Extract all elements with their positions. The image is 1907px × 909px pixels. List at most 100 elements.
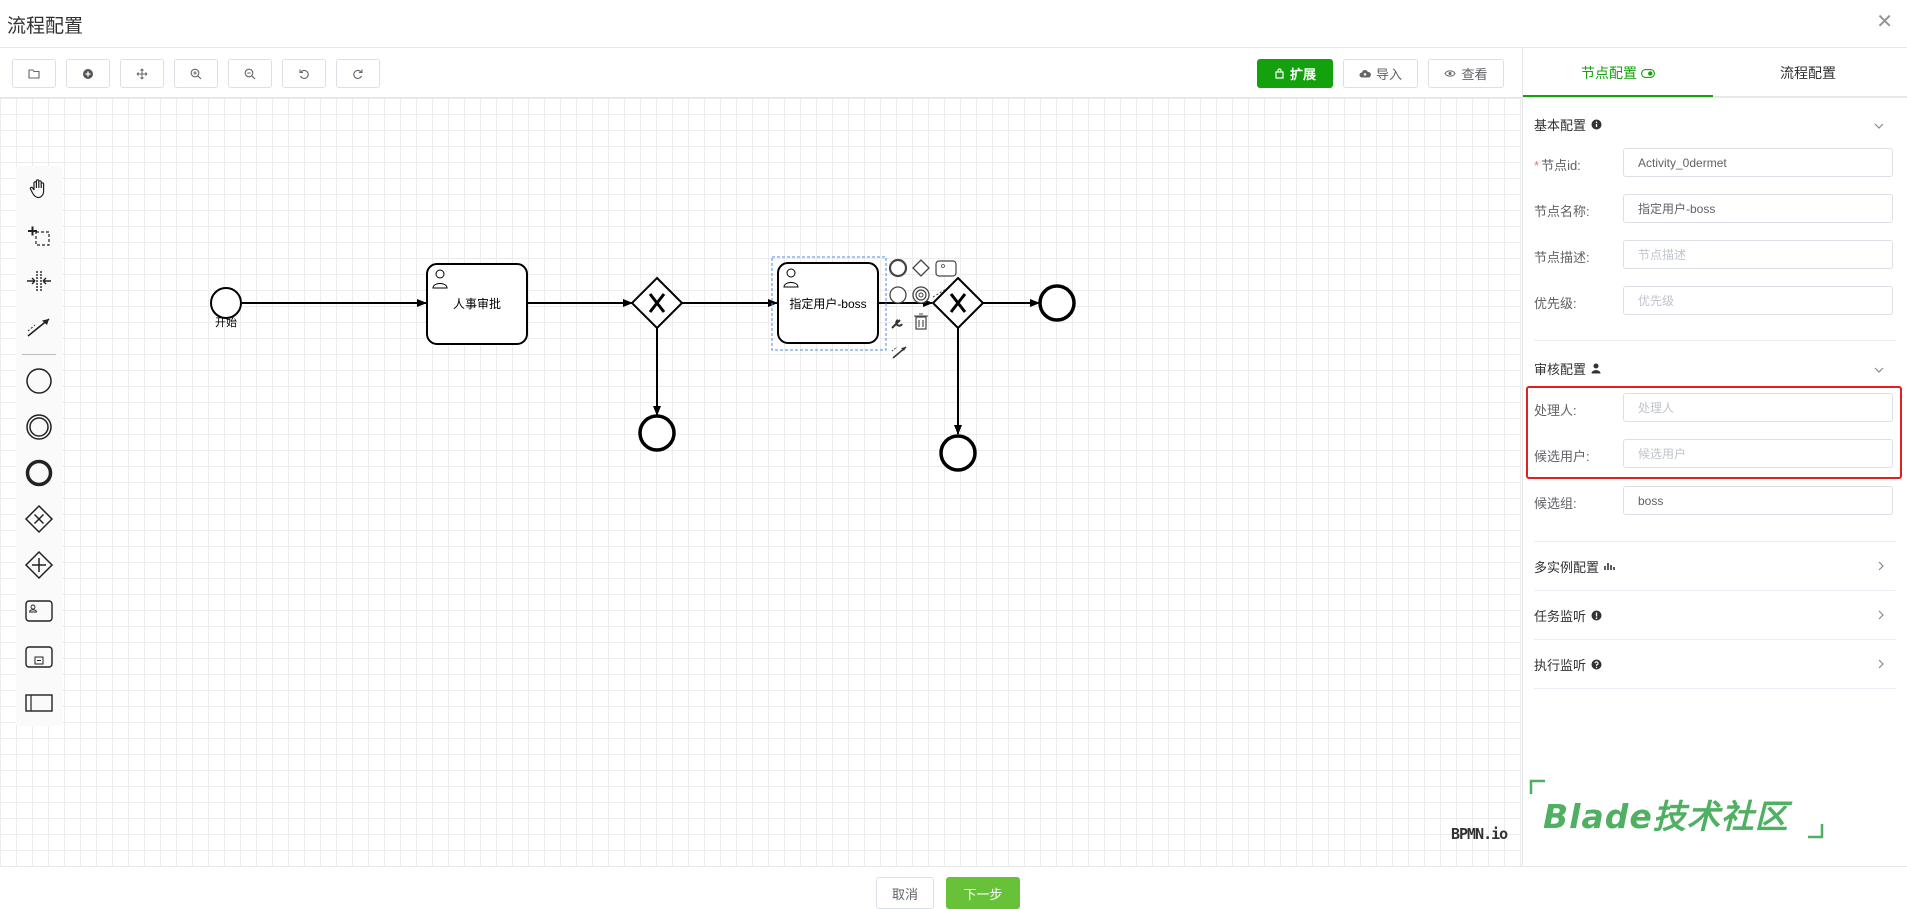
handler-label: 处理人: (1534, 403, 1577, 418)
execution-listener-config[interactable]: 执行监听 (1534, 640, 1896, 689)
tab-process-config-label: 流程配置 (1780, 65, 1836, 81)
exclusive-gateway-2[interactable] (931, 276, 985, 330)
task-hr-approval[interactable] (426, 263, 528, 345)
append-end-event-icon (888, 258, 908, 278)
highlight-box (1526, 386, 1902, 479)
candidate-user-row: 候选用户: (1534, 439, 1896, 469)
basic-config-title: 基本配置 (1534, 117, 1587, 133)
node-desc-field[interactable] (1623, 240, 1893, 269)
multi-instance-config[interactable]: 多实例配置 (1534, 542, 1896, 591)
bpmn-io-watermark[interactable]: BPMN.io (1451, 825, 1508, 843)
end-event-3[interactable] (939, 434, 977, 472)
audit-config-header[interactable]: 审核配置 (1534, 358, 1896, 378)
end-event-2[interactable] (1038, 284, 1076, 322)
task-hr-approval-label: 人事审批 (453, 296, 501, 311)
chevron-right-icon[interactable] (1878, 656, 1884, 672)
task-assign-boss[interactable] (777, 262, 879, 344)
priority-field[interactable] (1623, 286, 1893, 315)
tab-node-config[interactable]: 节点配置 (1523, 48, 1713, 98)
close-icon[interactable]: ✕ (1876, 11, 1893, 33)
start-event-icon[interactable] (24, 366, 54, 396)
tab-process-config[interactable]: 流程配置 (1713, 48, 1903, 98)
chevron-right-icon[interactable] (1878, 607, 1884, 623)
divider (1534, 340, 1896, 341)
node-name-field[interactable] (1623, 194, 1893, 223)
start-event[interactable] (210, 287, 242, 319)
end-event-1[interactable] (638, 414, 676, 452)
brand-logo: Blade技术社区 (1529, 778, 1824, 840)
context-pad[interactable] (888, 258, 957, 359)
task-listener-config[interactable]: 任务监听 (1534, 591, 1896, 640)
properties-panel: 节点配置 流程配置 基本配置 *节点id: 节点名称: 节点描述: (1522, 48, 1907, 866)
next-step-button[interactable]: 下一步 (946, 877, 1020, 909)
eye-icon (1444, 70, 1457, 77)
move-icon[interactable] (120, 59, 164, 88)
zoom-in-icon[interactable] (174, 59, 218, 88)
handler-field[interactable] (1623, 393, 1893, 422)
panel-tabs: 节点配置 流程配置 (1523, 48, 1907, 98)
node-name-label: 节点名称: (1534, 204, 1590, 219)
brand-brackets (1529, 779, 1824, 839)
redo-icon[interactable] (336, 59, 380, 88)
cancel-button[interactable]: 取消 (876, 877, 934, 909)
lasso-tool-icon[interactable] (24, 220, 54, 250)
node-id-label: *节点id: (1534, 158, 1581, 173)
chevron-right-icon[interactable] (1878, 558, 1884, 574)
dialog-header: 流程配置 ✕ (0, 0, 1907, 48)
extend-button-label: 扩展 (1289, 67, 1316, 82)
cloud-upload-icon (1359, 69, 1371, 77)
dialog-title: 流程配置 (7, 16, 84, 37)
import-button[interactable]: 导入 (1343, 59, 1418, 88)
node-name-row: 节点名称: (1534, 194, 1896, 224)
chevron-down-icon[interactable] (1874, 360, 1884, 376)
connect-tool-icon[interactable] (24, 312, 54, 342)
folder-open-icon[interactable] (12, 59, 56, 88)
chevron-down-icon[interactable] (1874, 116, 1884, 132)
end-event-icon[interactable] (24, 458, 54, 488)
tool-palette (16, 166, 62, 726)
tab-node-config-label: 节点配置 (1581, 65, 1637, 81)
start-event-label: 开始 (215, 315, 237, 329)
basic-config-header[interactable]: 基本配置 (1534, 114, 1896, 134)
view-button[interactable]: 查看 (1428, 59, 1504, 88)
user-icon (432, 269, 448, 289)
zoom-out-icon[interactable] (228, 59, 272, 88)
wrench-icon (891, 319, 903, 329)
hand-tool-icon[interactable] (24, 174, 54, 204)
parallel-gateway-icon[interactable] (24, 550, 54, 580)
bpmn-canvas[interactable]: 开始 人事审批 (0, 98, 1522, 866)
task-assign-boss-label: 指定用户-boss (789, 296, 866, 311)
bpmn-diagram: 开始 人事审批 (210, 256, 1076, 472)
priority-label: 优先级: (1534, 296, 1577, 311)
user-icon (1591, 363, 1601, 373)
help-icon (1591, 659, 1602, 669)
node-id-row: *节点id: (1534, 148, 1896, 178)
multi-instance-label: 多实例配置 (1534, 559, 1600, 575)
candidate-group-field[interactable] (1623, 486, 1893, 515)
toggle-icon (1641, 68, 1655, 78)
brand-text: Blade技术社区 (1543, 797, 1789, 836)
node-id-field[interactable] (1623, 148, 1893, 177)
plus-circle-icon[interactable] (66, 59, 110, 88)
space-tool-icon[interactable] (24, 266, 54, 296)
extend-button[interactable]: 扩展 (1257, 59, 1333, 88)
candidate-user-field[interactable] (1623, 439, 1893, 468)
connect-arrow-icon (891, 346, 907, 359)
exclusive-gateway-1[interactable] (630, 276, 684, 330)
node-desc-label: 节点描述: (1534, 250, 1590, 265)
exclusive-gateway-icon[interactable] (24, 504, 54, 534)
undo-icon[interactable] (282, 59, 326, 88)
user-task-icon[interactable] (24, 596, 54, 626)
pool-icon[interactable] (24, 688, 54, 718)
node-desc-row: 节点描述: (1534, 240, 1896, 270)
selection-outline (771, 256, 887, 351)
trash-icon (914, 313, 928, 330)
bar-chart-icon (1604, 563, 1615, 570)
exclamation-icon (1591, 610, 1602, 620)
subprocess-icon[interactable] (24, 642, 54, 672)
append-gateway-icon (912, 259, 930, 277)
info-icon (1591, 119, 1602, 129)
candidate-group-label: 候选组: (1534, 496, 1577, 511)
intermediate-event-icon[interactable] (24, 412, 54, 442)
